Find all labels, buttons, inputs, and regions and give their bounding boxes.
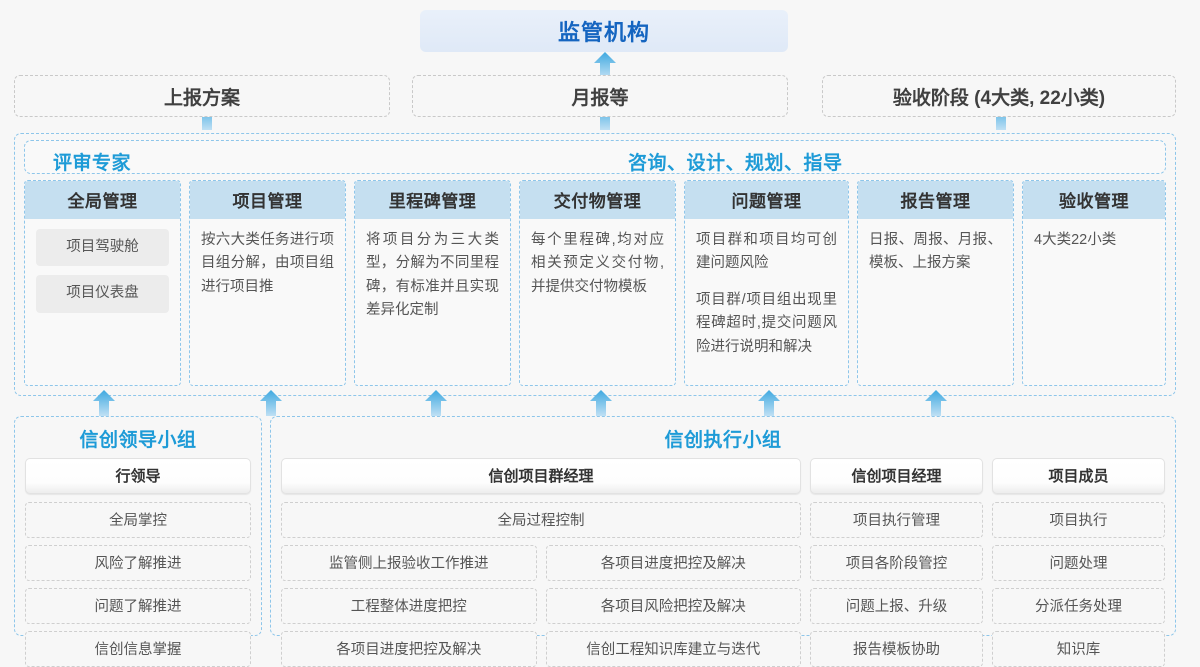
submission-box-0: 上报方案 — [14, 75, 390, 117]
arrow-up-col-5 — [925, 390, 947, 416]
column-text-4-1: 项目群/项目组出现里程碑超时,提交问题风险进行说明和解决 — [696, 291, 837, 355]
program-manager-block: 信创项目群经理 全局过程控制 监管侧上报验收工作推进 各项目进度把控及解决 工程… — [281, 458, 801, 667]
task-member-0: 项目执行 — [992, 502, 1165, 538]
capability-column-3: 交付物管理 每个里程碑,均对应相关预定义交付物,并提供交付物模板 — [519, 180, 676, 386]
submission-box-2: 验收阶段 (4大类, 22小类) — [822, 75, 1176, 117]
leading-group-role: 行领导 — [25, 458, 251, 494]
task-pm-left-2: 各项目进度把控及解决 — [281, 631, 537, 667]
exec-group-title: 信创执行小组 — [664, 430, 782, 451]
column-body-0: 项目驾驶舱 项目仪表盘 — [25, 219, 180, 385]
column-text-2-0: 将项目分为三大类型，分解为不同里程碑，有标准并且实现差异化定制 — [366, 232, 499, 319]
regulator-label: 监管机构 — [557, 20, 650, 45]
task-pm-full: 全局过程控制 — [281, 502, 801, 538]
project-manager-block: 信创项目经理 项目执行管理 项目各阶段管控 问题上报、升级 报告模板协助 — [810, 458, 983, 667]
capability-column-6: 验收管理 4大类22小类 — [1022, 180, 1166, 386]
column-head-5: 报告管理 — [858, 181, 1013, 219]
capability-column-4: 问题管理 项目群和项目均可创建问题风险 项目群/项目组出现里程碑超时,提交问题风… — [684, 180, 849, 386]
capability-column-2: 里程碑管理 将项目分为三大类型，分解为不同里程碑，有标准并且实现差异化定制 — [354, 180, 511, 386]
column-head-1: 项目管理 — [190, 181, 345, 219]
capability-column-5: 报告管理 日报、周报、月报、模板、上报方案 — [857, 180, 1014, 386]
chip-0-0: 项目驾驶舱 — [36, 229, 169, 267]
task-proj-3: 报告模板协助 — [810, 631, 983, 667]
column-text-5-0: 日报、周报、月报、模板、上报方案 — [869, 232, 1002, 272]
column-text-4-0: 项目群和项目均可创建问题风险 — [696, 232, 837, 272]
task-pm-right-0: 各项目进度把控及解决 — [545, 545, 801, 581]
project-manager-role: 信创项目经理 — [810, 458, 983, 494]
task-proj-2: 问题上报、升级 — [810, 588, 983, 624]
task-member-2: 分派任务处理 — [992, 588, 1165, 624]
program-manager-role: 信创项目群经理 — [281, 458, 801, 494]
submission-label-0: 上报方案 — [163, 87, 240, 109]
diagram-canvas: 监管机构 上报方案 月报等 验收阶段 (4大类, 22小类) 评审专家 咨询、设… — [14, 10, 1176, 667]
task-pm-left-1: 工程整体进度把控 — [281, 588, 537, 624]
regulator-box: 监管机构 — [420, 10, 788, 52]
task-leading-3: 信创信息掌握 — [25, 631, 251, 667]
submission-box-1: 月报等 — [412, 75, 788, 117]
column-body-1: 按六大类任务进行项目组分解，由项目组进行项目推 — [190, 219, 345, 385]
column-text-3-0: 每个里程碑,均对应相关预定义交付物,并提供交付物模板 — [531, 232, 664, 295]
task-leading-1: 风险了解推进 — [25, 545, 251, 581]
pm-task-row-1: 工程整体进度把控 各项目风险把控及解决 — [281, 588, 801, 624]
leading-group-container: 信创领导小组 行领导 全局掌控 风险了解推进 问题了解推进 信创信息掌握 — [14, 416, 262, 667]
submission-label-1: 月报等 — [571, 87, 629, 109]
leading-group-tasks: 全局掌控 风险了解推进 问题了解推进 信创信息掌握 — [25, 502, 251, 667]
column-head-0: 全局管理 — [25, 181, 180, 219]
arrow-up-regulator-mid-top — [594, 52, 616, 78]
submission-label-2: 验收阶段 (4大类, 22小类) — [892, 87, 1106, 109]
column-head-2: 里程碑管理 — [355, 181, 510, 219]
column-body-3: 每个里程碑,均对应相关预定义交付物,并提供交付物模板 — [520, 219, 675, 385]
exec-group-container: 信创执行小组 信创项目群经理 全局过程控制 监管侧上报验收工作推进 各项目进度把… — [270, 416, 1176, 667]
members-role: 项目成员 — [992, 458, 1165, 494]
task-member-1: 问题处理 — [992, 545, 1165, 581]
column-head-4: 问题管理 — [685, 181, 848, 219]
column-head-6: 验收管理 — [1023, 181, 1165, 219]
task-member-3: 知识库 — [992, 631, 1165, 667]
column-text-6-0: 4大类22小类 — [1034, 232, 1117, 248]
project-manager-tasks: 项目执行管理 项目各阶段管控 问题上报、升级 报告模板协助 — [810, 502, 983, 667]
task-proj-0: 项目执行管理 — [810, 502, 983, 538]
task-pm-left-0: 监管侧上报验收工作推进 — [281, 545, 537, 581]
task-proj-1: 项目各阶段管控 — [810, 545, 983, 581]
consulting-title: 咨询、设计、规划、指导 — [628, 153, 843, 174]
members-block: 项目成员 项目执行 问题处理 分派任务处理 知识库 — [992, 458, 1165, 667]
task-pm-right-1: 各项目风险把控及解决 — [545, 588, 801, 624]
review-expert-title: 评审专家 — [53, 153, 132, 174]
arrow-up-col-3 — [590, 390, 612, 416]
pm-task-row-0: 监管侧上报验收工作推进 各项目进度把控及解决 — [281, 545, 801, 581]
members-tasks: 项目执行 问题处理 分派任务处理 知识库 — [992, 502, 1165, 667]
column-text-1-0: 按六大类任务进行项目组分解，由项目组进行项目推 — [201, 232, 334, 295]
task-leading-0: 全局掌控 — [25, 502, 251, 538]
arrow-up-col-1 — [260, 390, 282, 416]
arrow-up-col-4 — [758, 390, 780, 416]
leading-group-title: 信创领导小组 — [79, 430, 197, 451]
chip-0-1: 项目仪表盘 — [36, 275, 169, 313]
column-body-4: 项目群和项目均可创建问题风险 项目群/项目组出现里程碑超时,提交问题风险进行说明… — [685, 219, 848, 385]
task-pm-right-2: 信创工程知识库建立与迭代 — [545, 631, 801, 667]
task-leading-2: 问题了解推进 — [25, 588, 251, 624]
column-body-5: 日报、周报、月报、模板、上报方案 — [858, 219, 1013, 385]
pm-task-row-2: 各项目进度把控及解决 信创工程知识库建立与迭代 — [281, 631, 801, 667]
capability-column-0: 全局管理 项目驾驶舱 项目仪表盘 — [24, 180, 181, 386]
arrow-up-col-0 — [93, 390, 115, 416]
column-body-6: 4大类22小类 — [1023, 219, 1165, 385]
arrow-up-col-2 — [425, 390, 447, 416]
program-manager-tasks: 全局过程控制 监管侧上报验收工作推进 各项目进度把控及解决 工程整体进度把控 各… — [281, 502, 801, 667]
column-head-3: 交付物管理 — [520, 181, 675, 219]
column-body-2: 将项目分为三大类型，分解为不同里程碑，有标准并且实现差异化定制 — [355, 219, 510, 385]
capability-band-header: 评审专家 咨询、设计、规划、指导 — [24, 140, 1166, 174]
capability-column-1: 项目管理 按六大类任务进行项目组分解，由项目组进行项目推 — [189, 180, 346, 386]
